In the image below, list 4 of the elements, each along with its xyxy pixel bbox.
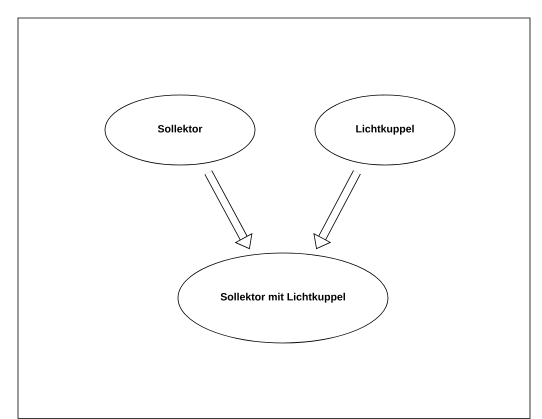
- ellipse-node: Sollektor: [104, 94, 256, 166]
- hollow-arrow: [204, 170, 252, 250]
- ellipse-node: Sollektor mit Lichtkuppel: [178, 252, 388, 344]
- ellipse-node: Lichtkuppel: [314, 94, 456, 166]
